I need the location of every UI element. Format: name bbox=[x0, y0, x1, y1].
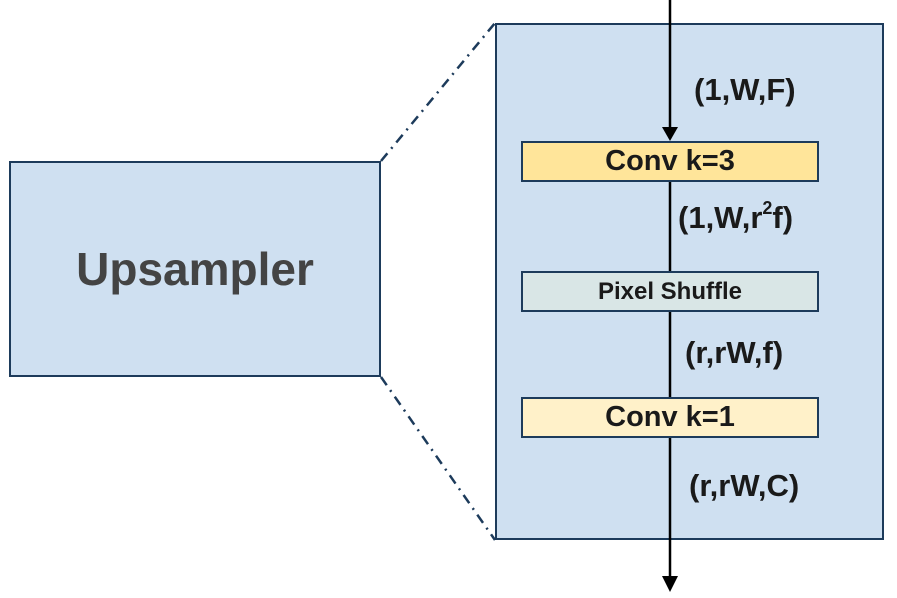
arrow-head-output bbox=[662, 576, 678, 592]
conv-k3-block: Conv k=3 bbox=[521, 141, 819, 182]
conv-k1-block: Conv k=1 bbox=[521, 397, 819, 438]
pixel-shuffle-block: Pixel Shuffle bbox=[521, 271, 819, 312]
shape-label-after-conv3-suffix: f) bbox=[772, 200, 794, 235]
shape-label-input: (1,W,F) bbox=[694, 72, 796, 107]
shape-label-after-conv3: (1,W,r2f) bbox=[678, 198, 794, 236]
conv-k3-label: Conv k=3 bbox=[605, 145, 735, 177]
zoom-line-bottom bbox=[379, 376, 497, 541]
conv-k1-label: Conv k=1 bbox=[605, 401, 735, 433]
shape-label-after-conv3-exponent: 2 bbox=[762, 198, 773, 218]
shape-label-output: (r,rW,C) bbox=[689, 468, 800, 503]
upsampler-label: Upsampler bbox=[76, 243, 314, 295]
shape-label-after-shuffle: (r,rW,f) bbox=[685, 335, 784, 370]
shape-label-after-conv3-prefix: (1,W,r bbox=[678, 200, 763, 235]
zoom-line-top bbox=[380, 22, 496, 162]
upsampler-block: Upsampler bbox=[9, 161, 381, 377]
arrow-head-input bbox=[662, 127, 678, 141]
pixel-shuffle-label: Pixel Shuffle bbox=[597, 277, 743, 305]
